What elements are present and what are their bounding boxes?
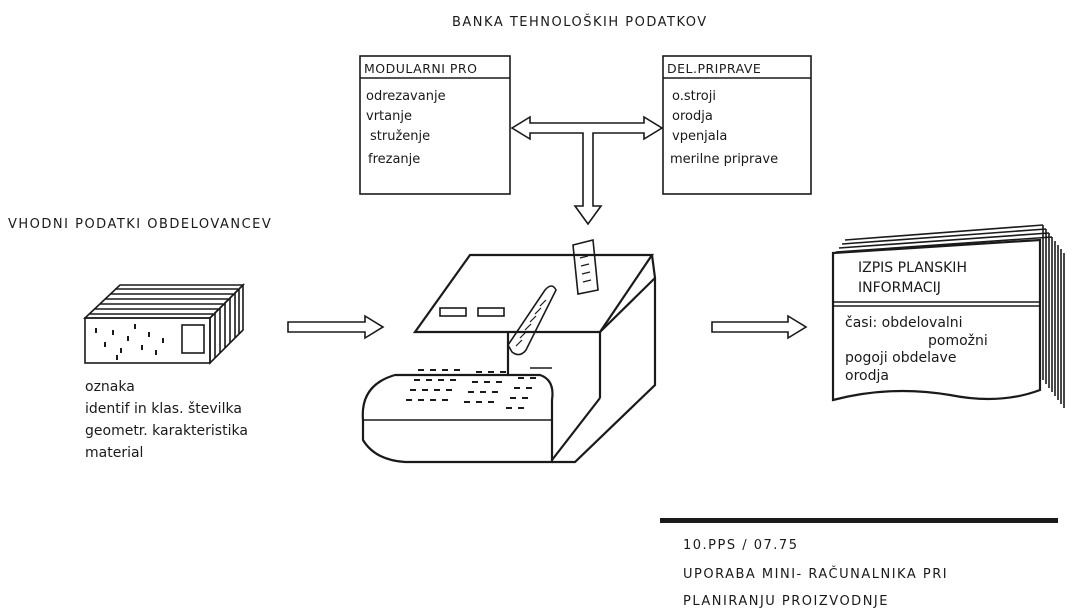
output-title-line1: IZPIS PLANSKIH [858,260,967,276]
punched-card-stack-icon [82,283,245,365]
caption-code: 10.PPS / 07.75 [683,538,798,553]
connector-arrow [510,115,664,226]
output-line: pogoji obdelave [845,350,956,366]
modular-programs-box: MODULARNI PRO odrezavanje vrtanje struže… [359,55,511,195]
bank-title: BANKA TEHNOLOŠKIH PODATKOV [452,14,708,30]
preparation-box: DEL.PRIPRAVE o.stroji orodja vpenjala me… [662,55,812,195]
modular-item: struženje [370,129,430,144]
modular-item: vrtanje [366,109,412,124]
modular-box-title: MODULARNI PRO [364,61,477,76]
modular-item: frezanje [368,152,420,167]
prep-item: o.stroji [672,89,716,104]
input-title: VHODNI PODATKI OBDELOVANCEV [8,217,272,232]
caption-line1: UPORABA MINI- RAČUNALNIKA PRI [683,566,948,582]
prep-item: orodja [672,109,713,124]
prep-box-title: DEL.PRIPRAVE [667,61,761,76]
prep-item: vpenjala [672,129,727,144]
input-item: material [85,445,143,461]
input-item: identif in klas. številka [85,401,242,417]
output-line: pomožni [928,333,988,349]
modular-item: odrezavanje [366,89,446,104]
mini-computer-icon [361,238,657,464]
input-item: geometr. karakteristika [85,423,248,439]
output-arrow-icon [711,314,808,340]
prep-item: merilne priprave [670,152,778,167]
output-title-line2: INFORMACIJ [858,280,941,296]
input-arrow-icon [287,314,385,340]
caption-line2: PLANIRANJU PROIZVODNJE [683,594,889,609]
input-item: oznaka [85,379,135,395]
printout-stack-icon [831,224,1065,408]
output-line: časi: obdelovalni [845,315,963,331]
caption-rule [660,518,1058,523]
output-line: orodja [845,368,889,384]
